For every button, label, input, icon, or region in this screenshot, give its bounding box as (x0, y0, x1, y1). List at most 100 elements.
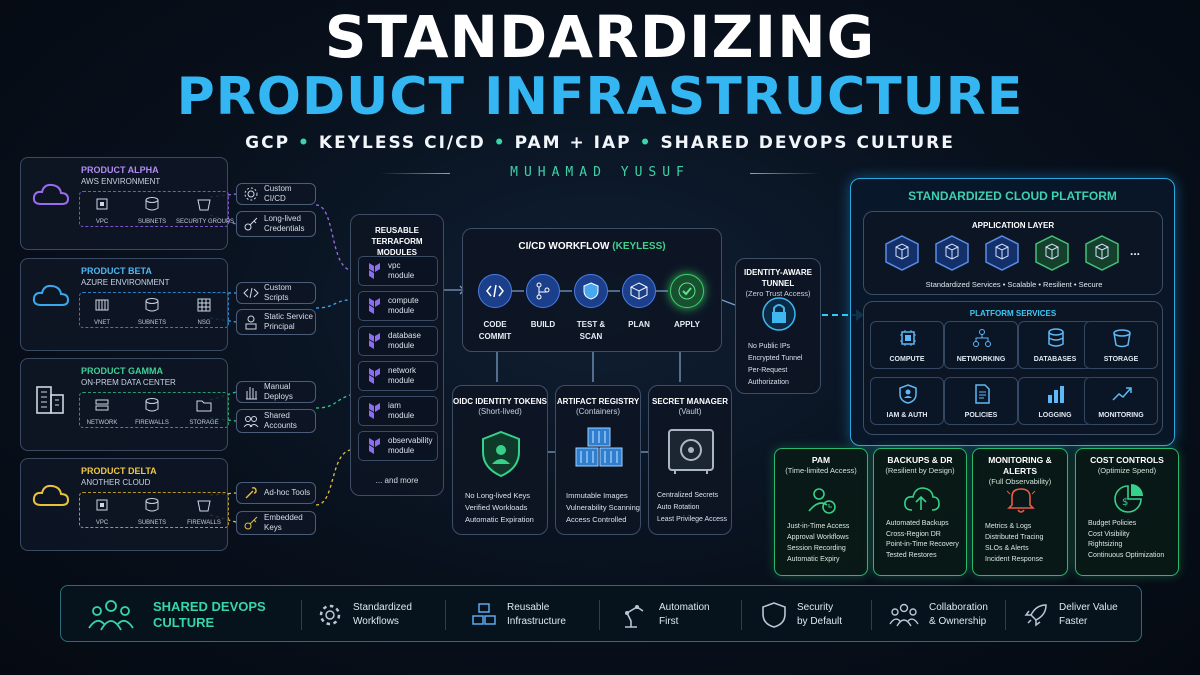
bullet: Automatic Expiry (787, 556, 840, 563)
service-networking: NETWORKING (944, 321, 1018, 369)
bullet: Approval Workflows (787, 534, 849, 541)
tag-embedded-keys: Embedded Keys (236, 511, 316, 535)
trait: Scalable (1007, 280, 1037, 289)
network-icon (95, 299, 109, 311)
pillar-title: PAM (811, 455, 831, 465)
cloud-icon (32, 183, 70, 205)
database-icon (145, 398, 159, 412)
divider (871, 600, 872, 630)
rocket-icon (1024, 603, 1047, 626)
service-cubes (885, 235, 1119, 271)
chip-icon (96, 198, 108, 210)
divider (741, 600, 742, 630)
resource-label: NSG (197, 320, 211, 326)
bullet: Incident Response (985, 556, 1043, 563)
server-icon (95, 399, 109, 411)
divider (599, 600, 600, 630)
bullet: Point-in-Time Recovery (886, 541, 959, 548)
module-suffix: module (388, 341, 415, 350)
product-alpha-card: PRODUCT ALPHA AWS ENVIRONMENT VPC SUBNET… (20, 157, 234, 250)
branch-icon (526, 274, 560, 308)
tag-label: Shared Accounts (264, 411, 297, 430)
more-services-ellipsis: ... (1130, 244, 1141, 258)
tag-ad-hoc-tools: Ad-hoc Tools (236, 482, 316, 504)
resource-group: VPC SUBNETS FIREWALLS (79, 492, 229, 528)
bullet: SLOs & Alerts (985, 545, 1029, 552)
service-label: STORAGE (1103, 356, 1139, 363)
bullet: Auto Rotation (657, 504, 700, 511)
shield-user-icon (482, 430, 520, 478)
product-delta-card: PRODUCT DELTA ANOTHER CLOUD VPC SUBNETS … (20, 458, 229, 551)
module-name: vpc (388, 261, 401, 270)
tag-label: Embedded Keys (264, 513, 303, 532)
hand-icon (246, 387, 257, 400)
module-suffix: module (388, 376, 415, 385)
platform-services-title: PLATFORM SERVICES (969, 309, 1057, 318)
bullet: Rightsizing (1088, 541, 1123, 548)
database-icon (1048, 328, 1064, 347)
tag-long-lived-credentials: Long-lived Credentials (236, 211, 316, 237)
bucket-icon (197, 199, 211, 211)
shield-icon (762, 601, 786, 628)
step-label-test-scan: TEST & SCAN (576, 320, 606, 341)
oidc-tokens-panel: OIDC IDENTITY TOKENS (Short-lived) No Lo… (452, 385, 548, 535)
grid-icon (197, 298, 211, 312)
svg-text:$: $ (1122, 497, 1128, 508)
user-badge-icon (245, 315, 257, 330)
bullet: Per-Request Authorization (748, 367, 789, 386)
bullet: Verified Workloads (465, 503, 528, 512)
people-icon (889, 603, 919, 626)
trait: Resilient (1043, 280, 1072, 289)
service-compute: COMPUTE (870, 321, 944, 369)
footer-item-label: Faster (1059, 615, 1088, 627)
panel-subtitle: (Containers) (575, 407, 620, 416)
wrench-icon (245, 487, 257, 499)
bullet: No Public IPs (748, 343, 791, 350)
vault-icon (668, 429, 714, 474)
footer-item-label: by Default (797, 615, 843, 627)
resource-label: FIREWALLS (135, 420, 169, 426)
secret-manager-panel: SECRET MANAGER (Vault) Centralized Secre… (648, 385, 732, 535)
service-label: LOGGING (1038, 412, 1072, 419)
panel-title: SECRET MANAGER (651, 397, 728, 406)
tag-custom-cicd: Custom CI/CD (236, 183, 316, 205)
pillar-subtitle: (Full Observability) (988, 477, 1052, 486)
robot-arm-icon (625, 604, 644, 628)
trend-icon (1112, 387, 1132, 401)
footer-item-label: Security (797, 601, 834, 613)
tag-label: Long-lived Credentials (264, 214, 305, 233)
platform-title: STANDARDIZED CLOUD PLATFORM (908, 189, 1117, 203)
user-clock-icon (808, 488, 836, 514)
cube-icon (622, 274, 656, 308)
product-beta-card: PRODUCT BETA AZURE ENVIRONMENT VNET SUBN… (20, 258, 229, 351)
product-name: PRODUCT GAMMA (81, 366, 163, 376)
tag-label: Custom CI/CD (264, 184, 292, 203)
bullet: Centralized Secrets (657, 492, 719, 499)
bullet: Tested Restores (886, 551, 937, 559)
product-env: ON-PREM DATA CENTER (81, 378, 176, 387)
database-icon (145, 498, 159, 512)
product-gamma-card: PRODUCT GAMMA ON-PREM DATA CENTER NETWOR… (20, 358, 229, 451)
service-label: COMPUTE (889, 356, 925, 363)
pillar-title: MONITORING & ALERTS (988, 455, 1052, 476)
step-label-apply: APPLY (674, 320, 700, 329)
panel-subtitle: (Zero Trust Access) (745, 289, 811, 298)
footer-item-collaboration-ownership: Collaboration& Ownership (889, 586, 988, 643)
pillar-cost-controls: COST CONTROLS (Optimize Spend) $ Budget … (1075, 448, 1179, 576)
footer-item-label: Workflows (353, 615, 399, 627)
app-layer-traits: Standardized Services • Scalable • Resil… (925, 280, 1103, 289)
terraform-icon (369, 298, 380, 314)
gear-icon (244, 187, 258, 201)
code-icon (478, 274, 512, 308)
bullet: Just-in-Time Access (787, 523, 850, 530)
footer-item-label: First (659, 615, 679, 627)
pillar-title: COST CONTROLS (1090, 455, 1164, 465)
tag-label: Custom Scripts (264, 283, 292, 302)
